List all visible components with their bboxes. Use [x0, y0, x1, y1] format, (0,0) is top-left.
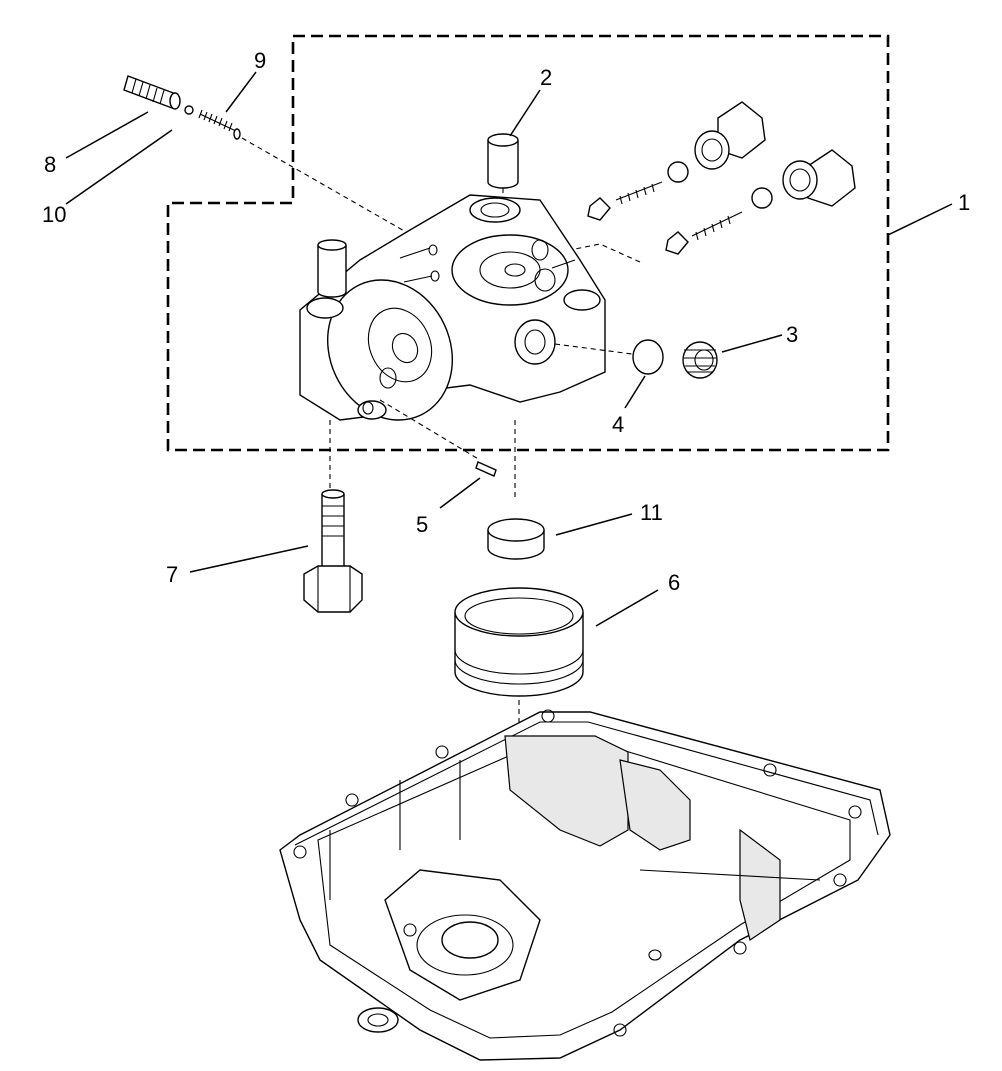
- plug-part-3: [682, 341, 718, 379]
- leader-7: [189, 545, 309, 573]
- ball-part-10: [184, 105, 194, 115]
- callout-4: 4: [612, 412, 624, 437]
- callout-8: 8: [44, 152, 56, 177]
- pump-body: [299, 194, 633, 500]
- leader-6: [595, 589, 659, 627]
- valve-lower: [569, 149, 856, 263]
- leader-8: [65, 111, 149, 159]
- assembly-boundary: [166, 34, 890, 452]
- callout-3: 3: [786, 322, 798, 347]
- callout-6: 6: [668, 570, 680, 595]
- spring-part-9: [198, 109, 241, 140]
- callout-10: 10: [42, 202, 66, 227]
- callout-11: 11: [640, 500, 663, 525]
- oil-pan: [279, 709, 891, 1061]
- pin-part-5: [475, 461, 497, 477]
- sleeve-part-2: [487, 133, 519, 215]
- leader-10: [65, 129, 173, 205]
- bolt-part-7: [303, 489, 363, 613]
- callout-5: 5: [416, 512, 428, 537]
- callout-2: 2: [540, 65, 552, 90]
- leader-1: [887, 203, 953, 236]
- callout-7: 7: [166, 562, 178, 587]
- leader-5: [439, 477, 481, 509]
- ball-part-4: [632, 339, 664, 375]
- leader-11: [555, 513, 633, 536]
- disc-part-11: [487, 518, 545, 560]
- leader-4: [624, 375, 646, 409]
- leader-3: [721, 334, 783, 353]
- callout-9: 9: [254, 48, 266, 73]
- callout-1: 1: [958, 190, 970, 215]
- leader-2: [509, 89, 541, 137]
- valve-upper: [587, 101, 766, 221]
- leader-9: [225, 71, 257, 113]
- ring-part-6: [454, 587, 584, 722]
- plug-part-8: [123, 75, 181, 110]
- plug-spring-group: [123, 75, 421, 241]
